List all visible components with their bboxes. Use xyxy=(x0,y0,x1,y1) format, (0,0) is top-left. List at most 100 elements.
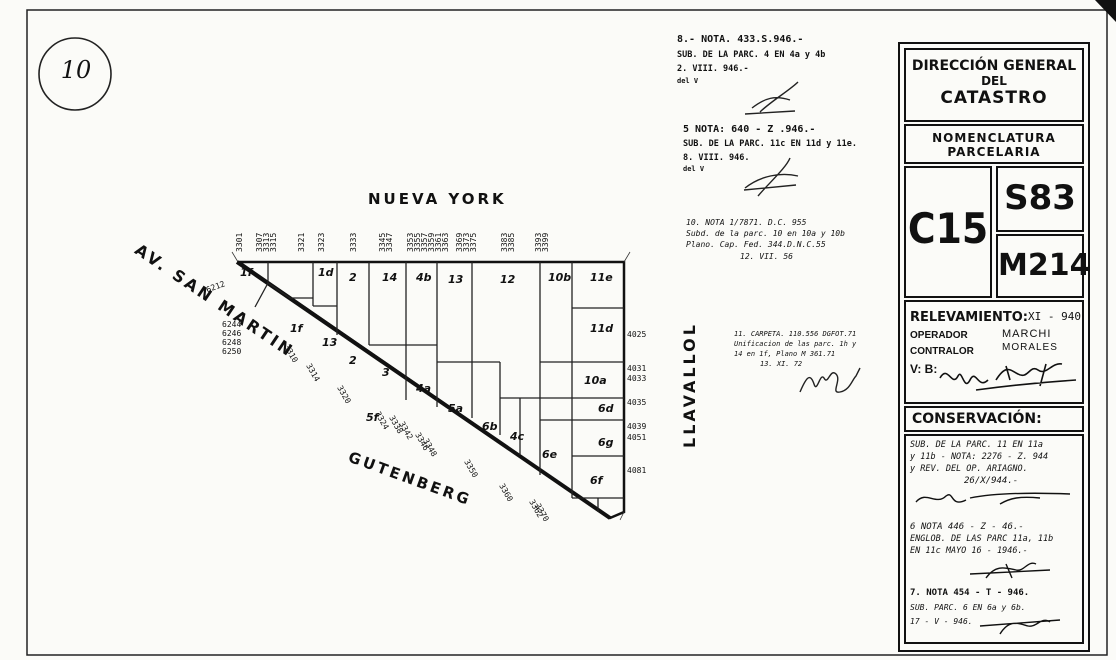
parcel-label: 1f xyxy=(290,322,303,335)
door-number: 3385 xyxy=(507,232,516,252)
seccion-box: S83 xyxy=(996,166,1084,232)
parcel-label: 13 xyxy=(322,336,338,349)
log-line-6: ENGLOB. DE LAS PARC 11a, 11b xyxy=(910,534,1054,544)
parcel-label: 1f xyxy=(240,266,253,279)
note-5-line1: SUB. DE LA PARC. 11c EN 11d y 11e. xyxy=(683,139,857,149)
parcel-label: 10b xyxy=(548,271,572,284)
log-line-9: SUB. PARC. 6 EN 6a y 6b. xyxy=(910,603,1026,612)
door-number: 4033 xyxy=(627,374,647,383)
parcel-label: 6g xyxy=(598,436,614,449)
parcel-label: 2 xyxy=(349,271,357,284)
door-number: 3315 xyxy=(269,232,278,252)
parcel-label: 4c xyxy=(510,430,525,443)
log-line-7: EN 11c MAYO 16 - 1946.- xyxy=(910,546,1028,556)
door-number: 3333 xyxy=(349,232,358,252)
note-10-line3: Plano. Cap. Fed. 344.D.N.C.55 xyxy=(686,240,826,249)
parcel-label: 6b xyxy=(482,420,498,433)
parcel-label: 5f xyxy=(366,411,379,424)
note-10-line1: 10. NOTA 1/7871. D.C. 955 xyxy=(686,218,807,227)
parcel-label: 1d xyxy=(318,266,334,279)
parcel-label: 14 xyxy=(382,271,398,284)
manzana-box: M214 xyxy=(996,234,1091,298)
parcel-label: 6f xyxy=(590,474,603,487)
sheet-number: 10 xyxy=(60,56,92,84)
parcel-label: 13 xyxy=(448,273,464,286)
operator-label: OPERADOR xyxy=(910,330,968,341)
note-10-line4: 12. VII. 56 xyxy=(740,252,793,261)
note-11-line1: 11. CARPETA. 110.556 DGFOT.71 xyxy=(734,330,857,338)
parcel-label: 5a xyxy=(448,402,464,415)
agency-box: DIRECCIÓN GENERAL DEL CATASTRO xyxy=(904,48,1084,122)
note-8-line3: del V xyxy=(677,77,699,85)
parcel-label: 6d xyxy=(598,402,614,415)
log-signature-3 xyxy=(979,619,1061,635)
note-8-line1: SUB. DE LA PARC. 4 EN 4a y 4b xyxy=(677,50,826,60)
parcel-label: 11d xyxy=(590,322,614,335)
door-number: 6244 xyxy=(222,320,242,329)
circ-box: C15 xyxy=(904,166,992,298)
note-8-title: 8.- NOTA. 433.S.946.- xyxy=(677,34,804,45)
door-number: 3375 xyxy=(469,232,478,252)
parcel-label: 6e xyxy=(542,448,558,461)
controller-value: MORALES xyxy=(1002,342,1058,353)
door-number: 4025 xyxy=(627,330,647,339)
log-signature-2 xyxy=(969,562,1051,579)
note-5-title: 5 NOTA: 640 - Z .946.- xyxy=(683,124,816,135)
door-number: 3399 xyxy=(541,232,550,252)
circ-code: C15 xyxy=(907,204,989,253)
log-signature-1 xyxy=(915,492,1071,505)
note-8-line2: 2. VIII. 946.- xyxy=(677,64,749,74)
note-5-line3: del V xyxy=(683,165,705,173)
door-number: 4051 xyxy=(627,433,647,442)
door-number: 3301 xyxy=(235,232,244,252)
conservation-label: CONSERVACIÓN: xyxy=(912,411,1042,427)
door-number: 3347 xyxy=(385,232,394,252)
controller-label: CONTRALOR xyxy=(910,346,974,357)
door-number: 3363 xyxy=(441,232,450,252)
parcel-label: 4b xyxy=(416,271,432,284)
parcel-label: 4a xyxy=(416,382,432,395)
title-panel: DIRECCIÓN GENERAL DEL CATASTRO NOMENCLAT… xyxy=(898,42,1090,652)
log-line-2: y 11b - NOTA: 2276 - Z. 944 xyxy=(910,452,1049,462)
door-number: 4039 xyxy=(627,422,647,431)
agency-title-2: DEL xyxy=(981,74,1007,88)
manzana-code: M214 xyxy=(998,248,1091,283)
agency-title-3: CATASTRO xyxy=(940,88,1048,108)
nomenclature-box: NOMENCLATURA PARCELARIA xyxy=(904,124,1084,164)
note-11-line3: 14 en 1f, Plano M 361.71 xyxy=(734,350,836,358)
door-number: 3323 xyxy=(317,232,326,252)
log-line-3: y REV. DEL OP. ARIAGNO. xyxy=(910,464,1028,474)
door-number: 3321 xyxy=(297,232,306,252)
operator-value: MARCHI xyxy=(1002,328,1052,340)
log-line-10: 17 - V - 946. xyxy=(910,617,973,626)
survey-label: RELEVAMIENTO: xyxy=(910,310,1028,325)
log-line-1: SUB. DE LA PARC. 11 EN 11a xyxy=(910,440,1044,450)
log-line-4: 26/X/944.- xyxy=(964,476,1019,486)
street-north-label: NUEVA YORK xyxy=(368,190,507,208)
note-11-line2: Unificacion de las parc. 1h y xyxy=(734,340,857,348)
nomenclature-title-2: PARCELARIA xyxy=(947,145,1041,159)
door-number: 4081 xyxy=(627,466,647,475)
parcel-label: 12 xyxy=(500,273,516,286)
approval-signature xyxy=(939,363,1077,391)
survey-box: RELEVAMIENTO: XI - 940 OPERADOR MARCHI C… xyxy=(904,300,1084,404)
survey-value: XI - 940 xyxy=(1028,310,1081,323)
door-number: 6250 xyxy=(222,347,242,356)
note-11-line4: 13. XI. 72 xyxy=(760,360,803,368)
door-number: 4031 xyxy=(627,364,647,373)
door-number: 6246 xyxy=(222,329,242,338)
note-5-line2: 8. VIII. 946. xyxy=(683,153,750,163)
parcel-label: 10a xyxy=(584,374,607,387)
conservation-log: SUB. DE LA PARC. 11 EN 11a y 11b - NOTA:… xyxy=(904,434,1084,644)
parcel-label: 11e xyxy=(590,271,613,284)
seccion-code: S83 xyxy=(1004,178,1076,218)
door-number: 4035 xyxy=(627,398,647,407)
parcel-label: 2 xyxy=(349,354,357,367)
log-line-8: 7. NOTA 454 - T - 946. xyxy=(910,588,1030,598)
conservation-box: CONSERVACIÓN: xyxy=(904,406,1084,432)
log-line-5: 6 NOTA 446 - Z - 46.- xyxy=(910,522,1024,532)
parcel-label: 3 xyxy=(382,366,390,379)
approval-label: V: B: xyxy=(910,362,938,376)
